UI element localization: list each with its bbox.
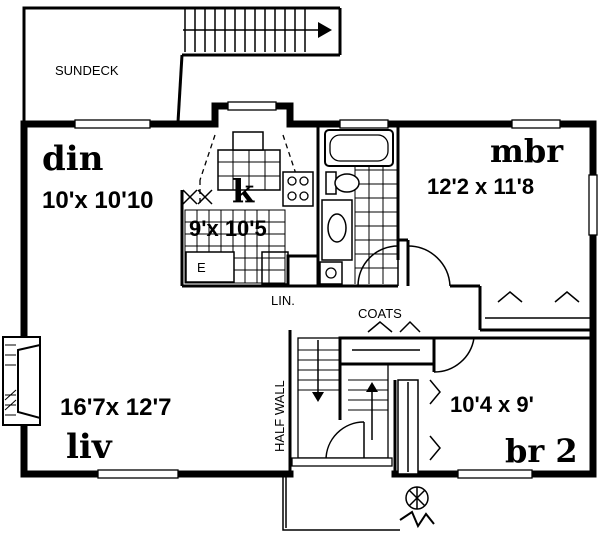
coats-label: COATS <box>358 306 402 321</box>
kitchen-opening-marks <box>182 189 213 205</box>
bedroom2-walls <box>393 336 593 475</box>
dining-name: din <box>42 139 103 179</box>
refrigerator <box>286 254 320 288</box>
coats-closet <box>338 336 436 366</box>
vanity <box>321 199 353 261</box>
bathtub <box>324 129 394 167</box>
dining-size: 10'x 10'10 <box>42 187 154 214</box>
hall-and-stairs <box>261 251 436 531</box>
toilet <box>325 171 360 195</box>
bath-tiles <box>354 166 398 284</box>
windows <box>74 101 598 479</box>
half-wall-label: HALF WALL <box>272 380 287 452</box>
kitchen-area: E <box>180 131 320 288</box>
bedroom2-name: br 2 <box>505 432 578 470</box>
master-bedroom-name: mbr <box>490 132 564 170</box>
kitchen-size: 9'x 10'5 <box>189 216 267 241</box>
linen-label: LIN. <box>271 293 295 308</box>
bath-cabinet <box>319 261 343 285</box>
plant-icon <box>399 486 435 529</box>
kitchen-name: k <box>232 172 255 210</box>
deck-stair-arrow-icon <box>318 22 332 38</box>
range-marker: E <box>197 260 206 275</box>
sundeck-label: SUNDECK <box>55 63 119 78</box>
master-bedroom-size: 12'2 x 11'8 <box>427 174 534 199</box>
stair-down-arrow-icon <box>312 392 324 402</box>
living-size: 16'7x 12'7 <box>60 394 172 421</box>
kitchen-counter <box>184 209 286 284</box>
bedroom2-size: 10'4 x 9' <box>450 392 534 417</box>
bathroom <box>316 124 400 288</box>
sundeck <box>22 6 342 123</box>
living-name: liv <box>66 427 113 467</box>
range <box>282 171 314 207</box>
deck-stairs <box>183 8 332 52</box>
stair-up-arrow-icon <box>366 382 378 392</box>
fireplace <box>2 336 41 426</box>
master-bedroom-walls <box>398 238 593 332</box>
